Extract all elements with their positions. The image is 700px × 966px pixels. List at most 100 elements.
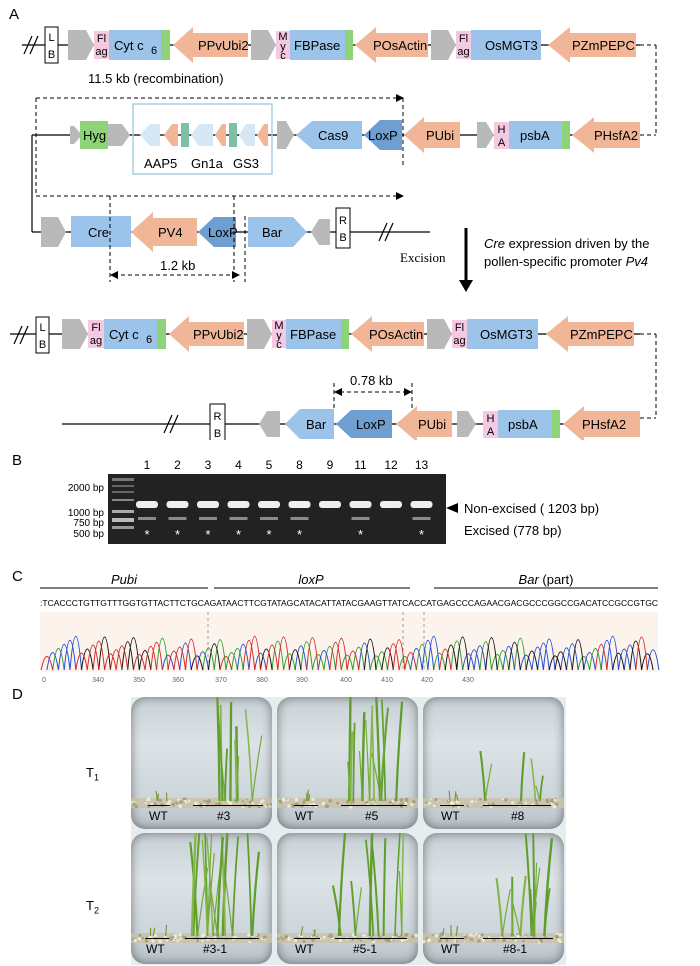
trace-tick: 0 [42, 677, 46, 684]
panel-label-d: D [12, 686, 23, 703]
svg-text:B: B [48, 49, 55, 61]
loxp-site-2 [198, 217, 236, 247]
excised-band [412, 517, 431, 520]
bar-gene [248, 217, 307, 247]
lane-number: 11 [354, 458, 367, 472]
gs3-label: GS3 [233, 156, 259, 171]
excised-mark: * [266, 527, 271, 542]
svg-text:FBPase: FBPase [294, 38, 340, 53]
trace-t [40, 635, 648, 671]
cre-gene [71, 216, 131, 247]
svg-text:6: 6 [151, 45, 157, 57]
svg-text:Fl: Fl [97, 33, 106, 45]
distance-0-78kb: 0.78 kb [333, 373, 413, 408]
excised-band [351, 517, 370, 520]
excised-row-2: R B Bar LoxP PUbi H A psbA PHsfA2 [62, 403, 640, 440]
svg-text:ag: ag [95, 46, 107, 58]
svg-text:Bar: Bar [306, 417, 327, 432]
trace-tick: 430 [462, 677, 474, 684]
svg-text:Cyt c: Cyt c [109, 327, 139, 342]
excised-mark: * [144, 527, 149, 542]
excised-mark: * [419, 527, 424, 542]
trace-tick: 360 [172, 677, 184, 684]
excision-arrow [459, 228, 473, 292]
non-excised-label: Non-excised ( 1203 bp) [464, 501, 599, 516]
gn1a-label: Gn1a [191, 156, 224, 171]
psba-gene [509, 121, 562, 149]
trace-tick: 410 [381, 677, 393, 684]
non-excised-band [288, 501, 311, 508]
svg-text:M: M [274, 320, 283, 332]
phsfa2-promoter [572, 117, 640, 153]
ha-tag [494, 122, 509, 149]
svg-text:H: H [498, 124, 506, 136]
construct-row-1: L B Fl ag Cyt c 6 PPvUbi2 M y c FBPase P… [22, 26, 657, 136]
svg-text:B: B [39, 339, 46, 351]
svg-text:PHsfA2: PHsfA2 [594, 128, 638, 143]
non-excised-band [410, 501, 433, 508]
plate-t2-8-1: WT #8-1 [423, 833, 564, 964]
lane-number: 1 [144, 458, 151, 472]
excised-mark: * [205, 527, 210, 542]
svg-text:c: c [276, 339, 282, 351]
svg-text:LoxP: LoxP [368, 128, 398, 143]
excised-band [138, 517, 156, 520]
non-excised-band [380, 501, 402, 508]
region-pubi: Pubi [111, 572, 138, 587]
band-pointer [446, 503, 458, 513]
pubi-promoter [404, 117, 460, 153]
cas9-gene [296, 121, 362, 149]
svg-text:Cre: Cre [88, 225, 109, 240]
construct-row-3: Cre PV4 LoxP Bar R B 1.2 kb [32, 196, 430, 282]
sgrna-cassette-box [132, 103, 273, 175]
svg-text:L: L [48, 32, 54, 44]
excised-band [199, 517, 217, 520]
trace-g [81, 636, 654, 671]
plate-t1-3: WT #3 [131, 697, 272, 829]
recombination-arrow [35, 94, 404, 196]
svg-text:POsActin: POsActin [369, 327, 423, 342]
non-excised-band [197, 501, 219, 508]
break-mark [23, 35, 33, 55]
svg-text:B: B [214, 428, 221, 440]
excision-label: Excision [400, 250, 446, 265]
svg-text:PPvUbi2: PPvUbi2 [193, 327, 244, 342]
cyt-c6-gene [109, 30, 161, 60]
svg-text:c: c [280, 50, 286, 62]
recombination-arrow-2 [36, 192, 404, 200]
lane-number: 5 [266, 458, 273, 472]
svg-text:Fl: Fl [459, 33, 468, 45]
loxp-site [364, 120, 402, 150]
svg-text:R: R [214, 411, 222, 423]
pzmpepc-promoter [548, 27, 636, 63]
trace-tick: 390 [296, 677, 308, 684]
svg-text:LoxP: LoxP [208, 225, 238, 240]
svg-text:PZmPEPC: PZmPEPC [572, 38, 635, 53]
trace-tick: 380 [256, 677, 268, 684]
osmgt3-gene [471, 30, 541, 60]
construct-row-2: Hyg AAP5 Gn1a GS3 Cas9 LoxP PUbi H A psb… [31, 103, 640, 232]
svg-text:Bar: Bar [262, 225, 283, 240]
svg-text:psbA: psbA [520, 128, 550, 143]
svg-text:B: B [339, 232, 346, 244]
trace-tick: 420 [421, 677, 433, 684]
lane-number: 9 [327, 458, 334, 472]
non-excised-band [136, 501, 158, 508]
trace-tick: 400 [340, 677, 352, 684]
svg-text:OsMGT3: OsMGT3 [485, 38, 538, 53]
svg-text:PUbi: PUbi [426, 128, 454, 143]
lane-number: 8 [296, 458, 303, 472]
svg-text:PPvUbi2: PPvUbi2 [198, 38, 249, 53]
excised-mark: * [297, 527, 302, 542]
trace-c [46, 635, 660, 671]
hyg-gene [80, 121, 108, 149]
svg-text:Fl: Fl [455, 322, 464, 334]
gel-image [108, 474, 446, 544]
lane-number: 3 [205, 458, 212, 472]
excised-mark: * [175, 527, 180, 542]
svg-text:Cyt c: Cyt c [114, 38, 144, 53]
svg-text:Cas9: Cas9 [318, 128, 348, 143]
svg-text:psbA: psbA [508, 417, 538, 432]
excision-caption-2: pollen-specific promoter Pv4 [484, 254, 648, 269]
svg-text:0.78 kb: 0.78 kb [350, 373, 393, 388]
